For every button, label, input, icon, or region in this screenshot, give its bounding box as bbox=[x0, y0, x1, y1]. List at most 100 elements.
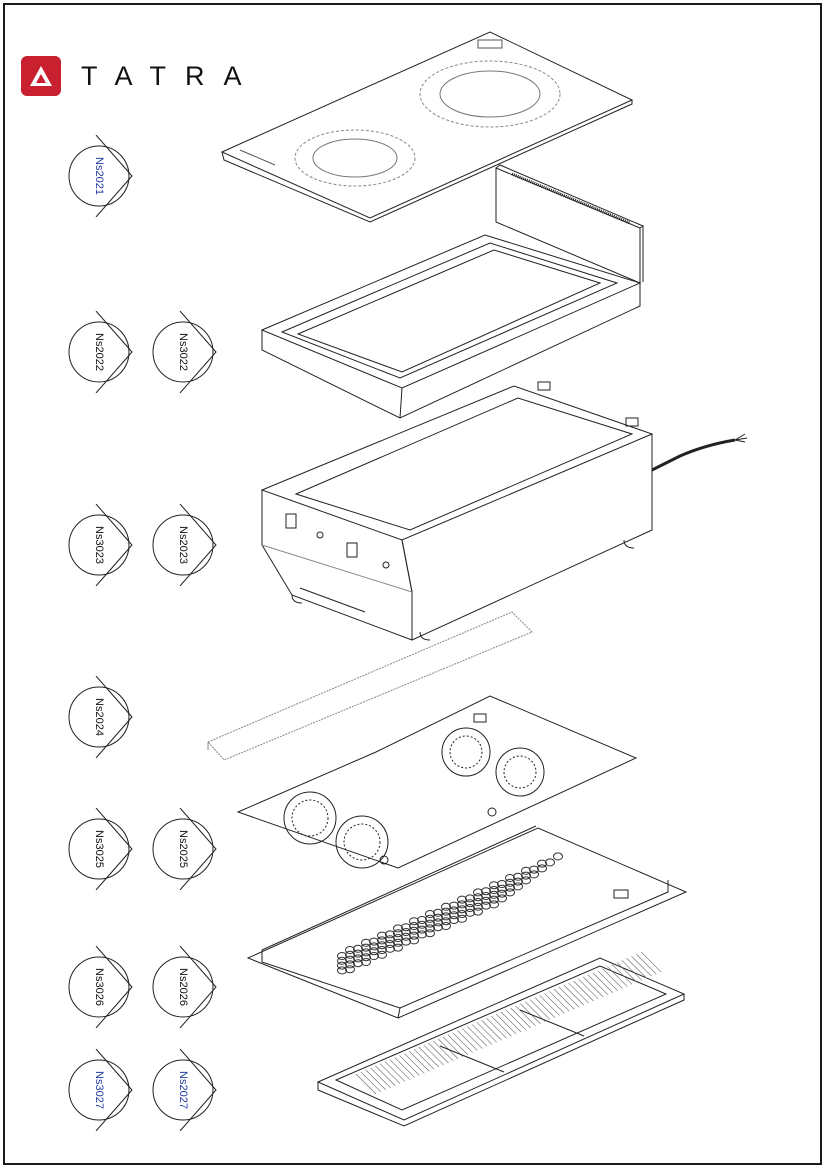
perforation-hole bbox=[521, 876, 531, 885]
filter-mesh-line bbox=[360, 1071, 382, 1093]
part-tag[interactable]: Ns3025 bbox=[64, 808, 134, 890]
filter-mesh-line bbox=[515, 1005, 536, 1027]
perforation-hole bbox=[409, 926, 419, 935]
filter-mesh-line bbox=[394, 1057, 415, 1078]
perforation-hole bbox=[377, 931, 387, 940]
part-tag[interactable]: Ns2023 bbox=[148, 504, 218, 586]
perforation-hole bbox=[393, 938, 403, 947]
perforation-hole bbox=[505, 878, 515, 887]
perforation-hole bbox=[473, 902, 483, 911]
perforation-hole bbox=[497, 880, 507, 888]
perforation-hole bbox=[433, 918, 443, 927]
filter-mesh-line bbox=[597, 970, 618, 991]
perforation-hole bbox=[505, 888, 515, 897]
part-tag[interactable]: Ns2021 bbox=[64, 135, 134, 217]
perforation-hole bbox=[417, 930, 427, 939]
perforation-hole bbox=[425, 929, 435, 938]
perforation-hole bbox=[417, 920, 427, 929]
filter-mesh-line bbox=[471, 1024, 493, 1045]
part-tag[interactable]: Ns3023 bbox=[64, 504, 134, 586]
part-tag[interactable]: Ns3022 bbox=[148, 311, 218, 393]
filter-mesh-line bbox=[636, 953, 657, 975]
perforation-hole bbox=[385, 930, 395, 939]
filter-mesh-line bbox=[481, 1020, 502, 1041]
filter-mesh-line bbox=[592, 972, 614, 993]
filter-mesh-line bbox=[578, 978, 599, 1000]
perforation-hole bbox=[369, 942, 379, 951]
perforation-hole bbox=[497, 894, 507, 903]
part-tag[interactable]: Ns3027 bbox=[64, 1049, 134, 1131]
perforation-hole bbox=[441, 902, 451, 911]
filter-divider bbox=[439, 1045, 505, 1073]
perforation-hole bbox=[353, 954, 363, 963]
perforation-hole bbox=[401, 937, 411, 946]
part-tag[interactable]: Ns2024 bbox=[64, 676, 134, 758]
part-tag[interactable]: Ns3026 bbox=[64, 946, 134, 1028]
perforation-hole bbox=[457, 914, 467, 923]
perforation-hole bbox=[505, 874, 515, 882]
page-border bbox=[3, 3, 822, 1165]
filter-mesh-line bbox=[457, 1030, 478, 1051]
housing-body-icon[interactable] bbox=[260, 381, 748, 641]
perforation-hole bbox=[425, 910, 435, 918]
filter-mesh-line bbox=[433, 1040, 454, 1062]
filter-mesh-line bbox=[375, 1065, 396, 1086]
filter-mesh-line bbox=[534, 997, 556, 1018]
glass-cooktop-icon[interactable] bbox=[220, 31, 634, 223]
perforation-hole bbox=[513, 877, 523, 886]
filter-mesh-line bbox=[466, 1026, 488, 1047]
part-tag[interactable]: Ns2025 bbox=[148, 808, 218, 890]
perforation-hole bbox=[481, 901, 491, 910]
fan-plate-icon[interactable] bbox=[236, 695, 638, 869]
perforation-hole bbox=[473, 907, 483, 916]
filter-mesh-line bbox=[631, 955, 652, 977]
perforation-hole bbox=[377, 950, 387, 959]
filter-mesh-line bbox=[452, 1032, 473, 1053]
grease-filter-icon[interactable] bbox=[316, 951, 686, 1127]
filter-mesh-line bbox=[602, 968, 623, 989]
perforation-hole bbox=[385, 944, 395, 953]
perforation-hole bbox=[345, 946, 355, 954]
perforation-hole bbox=[337, 952, 347, 960]
part-tag[interactable]: Ns2027 bbox=[148, 1049, 218, 1131]
top-frame-icon[interactable] bbox=[260, 164, 645, 419]
filter-mesh-line bbox=[399, 1055, 420, 1076]
perforation-hole bbox=[425, 919, 435, 928]
perforation-hole bbox=[529, 870, 539, 879]
perforation-hole bbox=[345, 955, 355, 964]
filter-mesh-line bbox=[529, 999, 551, 1020]
filter-mesh-line bbox=[389, 1059, 411, 1080]
filter-mesh-line bbox=[553, 989, 575, 1010]
perforation-hole bbox=[449, 906, 459, 915]
filter-divider bbox=[519, 1009, 585, 1037]
perforation-hole bbox=[409, 936, 419, 945]
perforated-base-icon[interactable] bbox=[246, 825, 688, 1019]
perforation-hole bbox=[489, 881, 499, 890]
part-tag[interactable]: Ns2026 bbox=[148, 946, 218, 1028]
perforation-hole bbox=[489, 900, 499, 909]
perforation-hole bbox=[401, 923, 411, 932]
strip-plate-icon[interactable] bbox=[207, 611, 533, 761]
perforation-hole bbox=[505, 883, 515, 892]
brand-logo: TATRA bbox=[21, 56, 261, 96]
perforation-hole bbox=[497, 889, 507, 898]
filter-mesh-line bbox=[563, 984, 585, 1006]
perforation-hole bbox=[489, 890, 499, 899]
perforation-hole bbox=[457, 895, 467, 904]
perforation-hole bbox=[481, 887, 491, 896]
perforation-hole bbox=[441, 922, 451, 930]
filter-mesh-line bbox=[428, 1042, 449, 1064]
perforation-hole bbox=[345, 965, 355, 974]
perforation-hole bbox=[521, 871, 531, 880]
perforation-hole bbox=[513, 882, 523, 891]
filter-mesh-line bbox=[587, 974, 609, 996]
filter-mesh-line bbox=[495, 1013, 517, 1035]
perforation-hole bbox=[465, 899, 475, 908]
perforation-hole bbox=[449, 911, 459, 920]
perforation-hole bbox=[553, 852, 563, 861]
perforation-hole bbox=[545, 858, 555, 867]
part-tag[interactable]: Ns2022 bbox=[64, 311, 134, 393]
filter-mesh-line bbox=[510, 1007, 531, 1029]
perforation-hole bbox=[385, 940, 395, 948]
